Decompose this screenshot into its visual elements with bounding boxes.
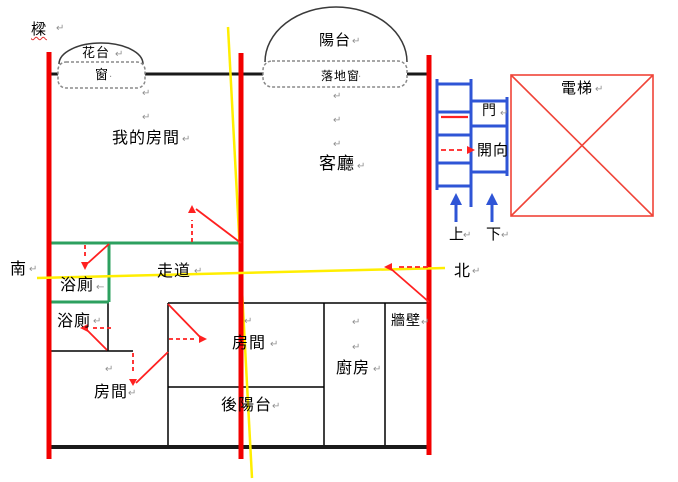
label-opening-legend: 開向: [477, 141, 510, 159]
format-mark: ↵: [500, 108, 509, 119]
label-beam: 樑: [31, 20, 48, 38]
format-mark: ↵: [501, 230, 510, 241]
label-back-balcony: 後陽台: [221, 395, 273, 414]
label-room-bottom-left: 房間: [94, 382, 129, 401]
format-mark: ↵: [421, 317, 430, 328]
label-my-room: 我的房間: [112, 128, 181, 147]
label-window: 窗: [95, 68, 110, 83]
flower-stand-arch: [58, 42, 144, 65]
format-mark: ↵: [115, 49, 124, 60]
yellow-guide-horizontal: [36, 266, 446, 280]
format-mark: ↵: [463, 230, 472, 241]
label-flower-stand: 花台: [82, 46, 111, 61]
french-window-box: [262, 60, 408, 88]
format-mark: ←: [96, 282, 105, 293]
format-mark: ↵: [128, 388, 137, 399]
format-mark: ↵: [472, 266, 481, 277]
door-marks: [80, 115, 475, 386]
format-mark: ↵: [29, 264, 38, 275]
format-mark: ·: [358, 72, 362, 83]
format-mark: ↵: [352, 36, 361, 47]
label-bathroom-upper: 浴廁: [60, 275, 95, 294]
label-bathroom-lower: 浴廁: [57, 311, 92, 330]
format-mark: ↵: [142, 112, 151, 123]
red-walls: [46, 52, 432, 459]
interior-walls: [49, 302, 429, 447]
label-kitchen: 廚房: [336, 358, 371, 377]
format-mark: ↵: [357, 161, 366, 172]
format-mark: ↵: [595, 84, 604, 95]
stair-direction-arrows: [450, 193, 498, 222]
format-mark: ↵: [244, 316, 253, 327]
format-mark: ↵: [56, 23, 65, 34]
balcony-arch: [264, 6, 408, 63]
label-door-legend: 門: [482, 103, 497, 119]
label-wall: 牆壁: [391, 313, 421, 329]
format-mark: ↵: [105, 364, 114, 375]
format-mark: ↵: [270, 339, 279, 350]
label-living-room: 客廳: [319, 154, 355, 174]
format-mark: ↵: [182, 134, 191, 145]
format-mark: ·: [109, 72, 113, 83]
format-mark: ↵: [352, 317, 361, 328]
label-elevator: 電梯: [561, 79, 594, 97]
format-mark: ↵: [373, 364, 382, 375]
format-mark: ↵: [333, 139, 342, 150]
label-stairs-up: 上: [449, 225, 466, 243]
label-hallway: 走道: [157, 261, 192, 280]
elevator-shaft: [510, 74, 654, 217]
format-mark: ↵: [93, 316, 102, 327]
label-north: 北: [454, 261, 472, 280]
format-mark: ↵: [333, 115, 342, 126]
format-mark: ↵: [333, 91, 342, 102]
format-mark: ↵: [194, 266, 203, 277]
staircase: [435, 79, 509, 207]
label-room-center: 房間: [232, 333, 267, 352]
format-mark: ↵: [272, 401, 281, 412]
window-box: [57, 61, 146, 89]
label-south: 南: [10, 259, 28, 278]
green-partition-lines: [49, 241, 241, 304]
label-stairs-down: 下: [486, 225, 503, 243]
format-mark: ↵: [142, 88, 151, 99]
label-balcony: 陽台: [319, 31, 352, 49]
format-mark: ↵: [352, 342, 361, 353]
label-french-window: 落地窗: [321, 69, 361, 83]
